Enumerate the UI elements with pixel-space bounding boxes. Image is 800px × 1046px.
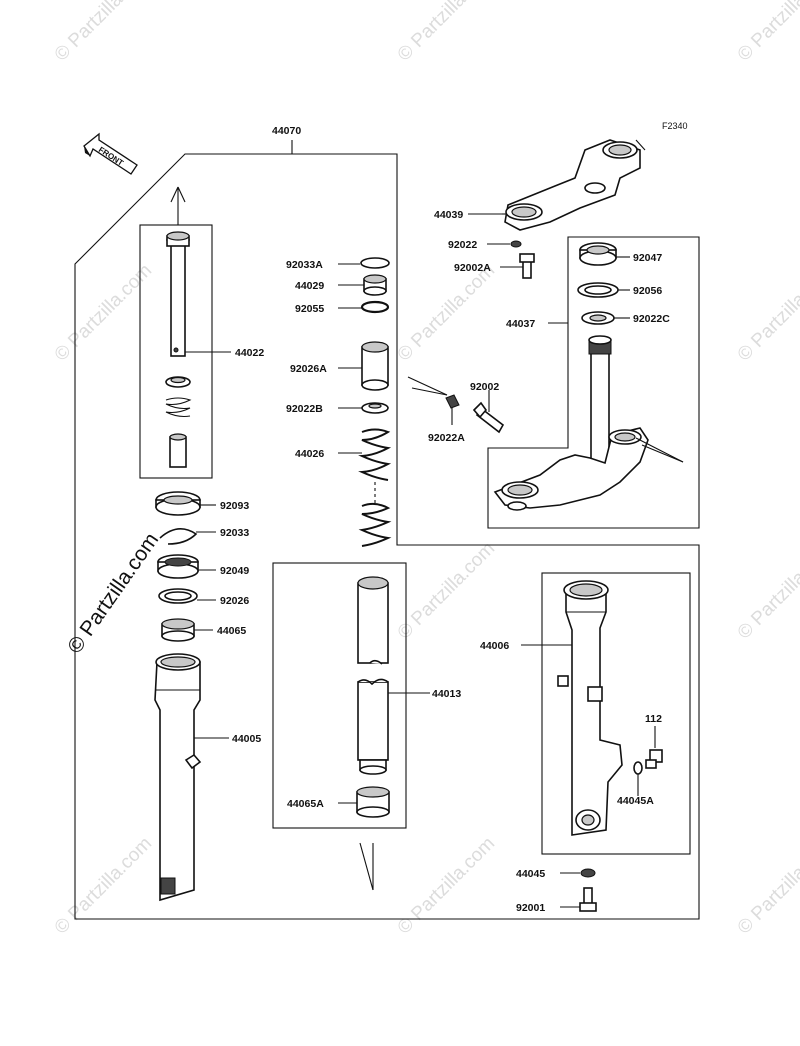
part-label-92022A: 92022A (428, 432, 465, 444)
part-label-92001: 92001 (516, 902, 545, 914)
center-small-parts: 92033A 44029 92055 92026A 92022B 44026 (286, 257, 392, 547)
seal-parts-left: 92093 92033 92049 92026 44065 (155, 491, 249, 642)
inner-box-44013: 44013 44065A (272, 562, 461, 891)
part-label-92002A: 92002A (454, 262, 491, 274)
part-label-92033A: 92033A (286, 259, 323, 271)
part-label-92056: 92056 (633, 285, 662, 297)
part-label-44039: 44039 (434, 209, 463, 221)
inner-tube-44005: 44005 (154, 653, 261, 902)
part-label-92002: 92002 (470, 381, 499, 393)
bolt-92002: 92002 (470, 381, 505, 434)
part-label-44029: 44029 (295, 280, 324, 292)
part-label-44065: 44065 (217, 625, 246, 637)
stem-box-44037: 44037 92047 92056 92022C (487, 236, 700, 529)
washer-92022A: 92022A (407, 376, 465, 444)
part-label-92049: 92049 (220, 565, 249, 577)
watermark-text: © Partzilla.com (734, 833, 800, 938)
part-label-44013: 44013 (432, 688, 461, 700)
part-label-92093: 92093 (220, 500, 249, 512)
part-label-44006: 44006 (480, 640, 509, 652)
part-label-44045A: 44045A (617, 795, 654, 807)
part-label-92055: 92055 (295, 303, 324, 315)
washer-44045: 44045 (516, 868, 596, 880)
part-label-44022: 44022 (235, 347, 264, 359)
nut-92022: 92022 (448, 239, 522, 251)
part-label-44005: 44005 (232, 733, 261, 745)
part-label-92026A: 92026A (290, 363, 327, 375)
watermark-text: © Partzilla.com (734, 0, 800, 66)
part-label-92026: 92026 (220, 595, 249, 607)
part-label-112: 112 (645, 713, 662, 725)
part-label-92047: 92047 (633, 252, 662, 264)
inner-box-44022: 44022 (139, 186, 264, 479)
upper-bracket-44039: 44039 (434, 139, 646, 231)
diagram-code: F2340 (662, 121, 688, 131)
outer-tube-box-44006: 44006 112 44045A (480, 572, 691, 855)
watermark-text: © Partzilla.com (394, 0, 499, 66)
part-label-92022C: 92022C (633, 313, 670, 325)
watermark-text: © Partzilla.com (734, 260, 800, 365)
bolt-92001: 92001 (516, 887, 597, 914)
copyright-watermark: © Partzilla.com (63, 529, 163, 658)
watermark-text: © Partzilla.com (394, 260, 499, 365)
bolt-92002A: 92002A (454, 253, 535, 279)
fork-spring-44026 (358, 428, 392, 547)
watermark-text: © Partzilla.com (394, 833, 499, 938)
watermark-text: © Partzilla.com (734, 538, 800, 643)
part-label-44070: 44070 (272, 125, 301, 137)
part-label-44065A: 44065A (287, 798, 324, 810)
front-arrow-icon: FRONT (83, 132, 138, 175)
watermark-text: © Partzilla.com (51, 833, 156, 938)
watermark-text: © Partzilla.com (51, 0, 156, 66)
part-label-44037: 44037 (506, 318, 535, 330)
part-label-44026: 44026 (295, 448, 324, 460)
part-label-92022: 92022 (448, 239, 477, 251)
assembly-frame-44070: 44070 (74, 125, 700, 920)
part-label-92033: 92033 (220, 527, 249, 539)
part-label-44045: 44045 (516, 868, 545, 880)
part-label-92022B: 92022B (286, 403, 323, 415)
watermark-text: © Partzilla.com (394, 538, 499, 643)
